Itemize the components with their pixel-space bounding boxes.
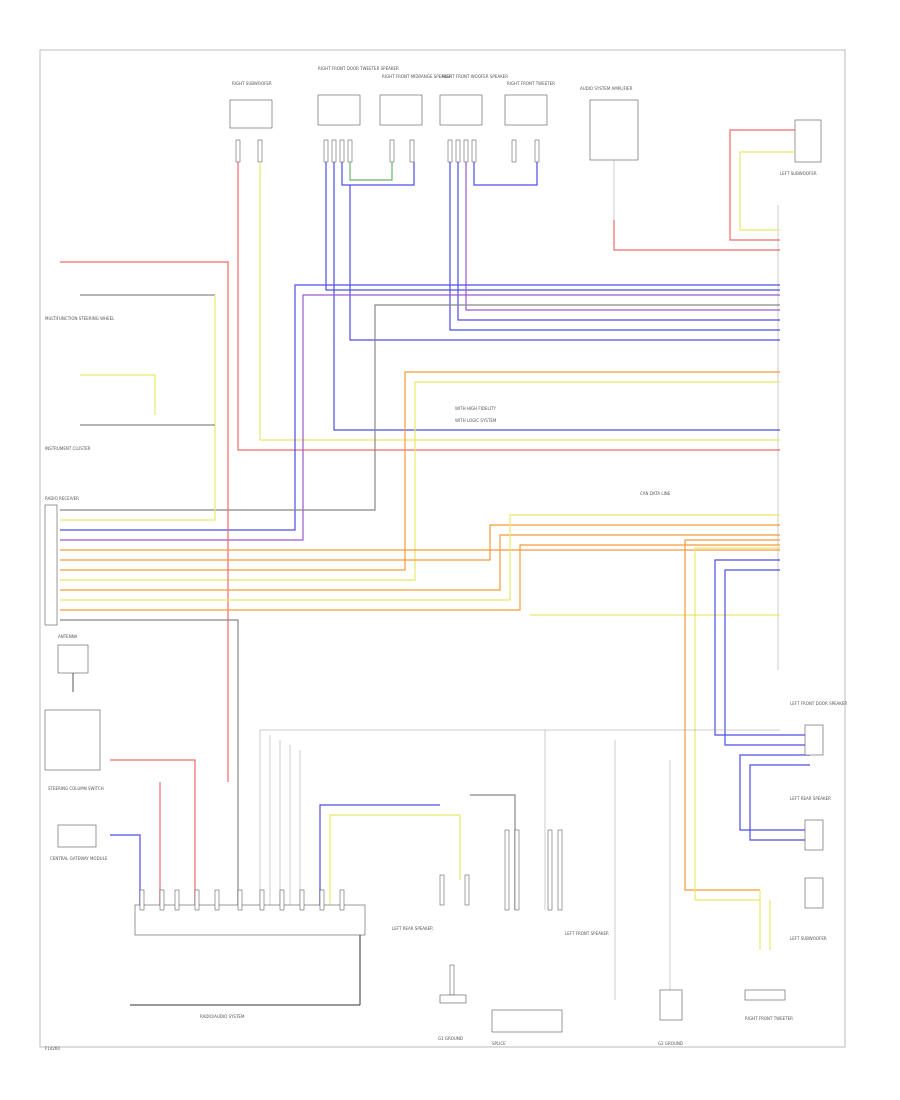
component-11: LEFT FRONT DOOR SPEAKER LEFT REAR SPEAKE… xyxy=(744,701,847,1021)
component-15: ANTENNA xyxy=(57,634,89,692)
wire-yellow-5 xyxy=(80,374,156,415)
component-17-label: G1 GROUND xyxy=(438,1036,463,1041)
wire-red-1 xyxy=(237,162,780,451)
footer-code: F14260 xyxy=(45,1046,60,1051)
wire-orange-3 xyxy=(60,524,780,561)
wire-blue-10 xyxy=(724,569,810,746)
bottom-connector-row: RADIO/AUDIO SYSTEM xyxy=(130,889,366,1019)
component-13: INSTRUMENT CLUSTER xyxy=(45,446,91,451)
wire-violet-2 xyxy=(60,294,780,541)
component-4-label: RIGHT FRONT WOOFER SPEAKER xyxy=(442,74,508,79)
component-20: CENTRAL GATEWAY MODULE xyxy=(50,824,108,861)
wire-blue-3 xyxy=(341,162,415,186)
component-1-label: RIGHT SUBWOOFER xyxy=(232,81,272,86)
component-5b-label: RIGHT FRONT TWEETER xyxy=(745,1016,793,1021)
wire-blue-2 xyxy=(333,162,780,431)
wire-red-2 xyxy=(613,220,780,251)
component-7: LEFT SUBWOOFER xyxy=(780,119,822,176)
wire-green-1 xyxy=(349,162,393,181)
wire-blue-11 xyxy=(739,754,810,831)
note-1: WITH HIGH FIDELITY xyxy=(455,406,496,411)
wire-blue-8 xyxy=(60,284,780,531)
component-11-label: LEFT FRONT DOOR SPEAKER xyxy=(790,701,847,706)
component-5: RIGHT FRONT TWEETER xyxy=(504,81,555,163)
wire-yellow-2 xyxy=(739,151,795,231)
wire-blue-1 xyxy=(325,162,780,291)
wire-orange-4 xyxy=(60,534,780,591)
diagram-border xyxy=(39,49,846,1048)
wire-orange-6 xyxy=(684,539,780,891)
component-5-label: RIGHT FRONT TWEETER xyxy=(507,81,555,86)
component-16: STEERING COLUMN SWITCH xyxy=(44,709,104,791)
wire-red-4 xyxy=(60,261,229,782)
wire-blue-6 xyxy=(457,162,780,321)
component-7b-label: LEFT SUBWOOFER xyxy=(790,936,827,941)
component-6: AUDIO SYSTEM AMPLIFIER xyxy=(580,86,639,220)
component-8: LEFT REAR SPEAKER G1 GROUND xyxy=(392,874,470,1041)
component-10: G2 GROUND xyxy=(658,989,683,1046)
wire-yellow-8 xyxy=(694,547,780,901)
note-3: CAN DATA LINE xyxy=(640,491,671,496)
component-20-label: CENTRAL GATEWAY MODULE xyxy=(50,856,108,861)
wire-violet-1 xyxy=(465,162,780,311)
wire-orange-1 xyxy=(60,371,780,571)
wire-orange-5 xyxy=(60,544,780,611)
component-14: RADIO RECEIVER xyxy=(44,496,79,626)
component-21-label: RADIO/AUDIO SYSTEM xyxy=(200,1014,245,1019)
component-12-label: MULTIFUNCTION STEERING WHEEL xyxy=(45,316,115,321)
wire-red-6 xyxy=(110,759,196,910)
wire-red-3 xyxy=(729,129,795,241)
note-2: WITH LOGIC SYSTEM xyxy=(455,418,497,423)
component-3-label: RIGHT FRONT MIDRANGE SPEAKER xyxy=(382,74,452,79)
component-18-label: G2 GROUND xyxy=(658,1041,683,1046)
component-6-label: AUDIO SYSTEM AMPLIFIER xyxy=(580,86,633,91)
component-19-label: SPLICE xyxy=(492,1041,506,1046)
wire-blue-7 xyxy=(473,162,538,186)
component-14-label: RADIO RECEIVER xyxy=(45,496,79,501)
component-10-label: LEFT REAR SPEAKER xyxy=(790,796,831,801)
component-16-label: STEERING COLUMN SWITCH xyxy=(48,786,104,791)
component-4: RIGHT FRONT WOOFER SPEAKER xyxy=(439,74,508,163)
wire-blue-14 xyxy=(319,804,440,910)
wire-yellow-11 xyxy=(329,814,461,910)
component-13-label: INSTRUMENT CLUSTER xyxy=(45,446,91,451)
component-3: RIGHT FRONT MIDRANGE SPEAKER xyxy=(379,74,452,163)
component-8-label: LEFT REAR SPEAKER xyxy=(392,926,433,931)
wire-blue-9 xyxy=(714,559,810,736)
wire-blue-13 xyxy=(110,834,141,910)
component-9: LEFT FRONT SPEAKER SPLICE xyxy=(491,829,609,1046)
bottom-thin-wires xyxy=(259,729,780,1000)
wire-blue-12 xyxy=(749,764,810,841)
wire-yellow-6 xyxy=(60,514,780,601)
component-1: RIGHT SUBWOOFER xyxy=(229,81,273,163)
wire-gray-1 xyxy=(60,304,780,511)
wire-blue-5 xyxy=(449,162,780,331)
component-7-label: LEFT SUBWOOFER xyxy=(780,171,817,176)
component-15-label: ANTENNA xyxy=(58,634,78,639)
wire-yellow-4 xyxy=(60,295,216,521)
wire-yellow-3 xyxy=(60,381,780,581)
wire-yellow-1 xyxy=(259,162,780,441)
component-2-label: RIGHT FRONT DOOR TWEETER SPEAKER xyxy=(318,66,399,71)
component-9-label: LEFT FRONT SPEAKER xyxy=(565,931,609,936)
component-12: MULTIFUNCTION STEERING WHEEL xyxy=(45,316,115,321)
wire-gray-4 xyxy=(60,619,239,920)
wire-blue-4 xyxy=(349,185,780,341)
